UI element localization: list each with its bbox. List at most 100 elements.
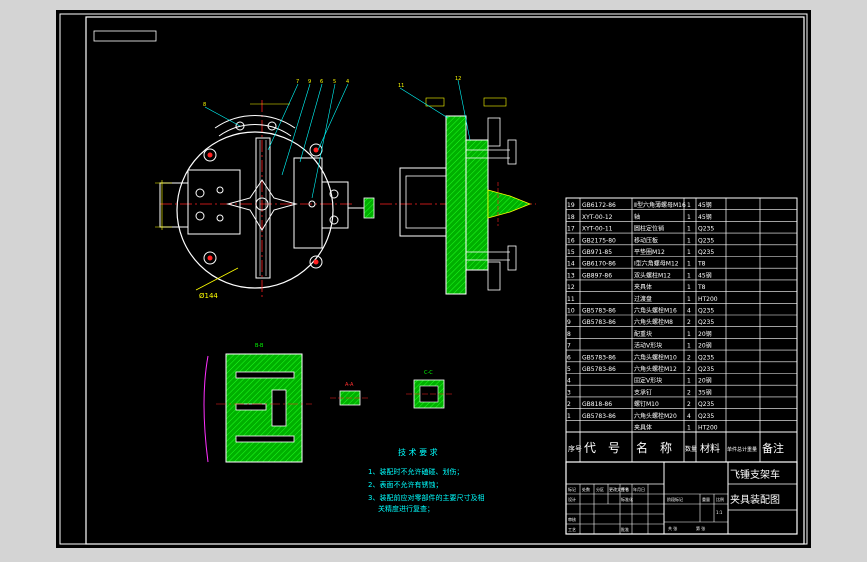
bom-cell-qty: 1: [687, 296, 691, 303]
section-bolt-holes: [235, 371, 295, 443]
bom-cell-no: 19: [567, 202, 575, 209]
scale-label: 比例: [716, 496, 724, 502]
drawing-title-line1: 飞锤支架车: [730, 468, 780, 481]
note-item: 2、表面不允许有锈蚀；: [368, 480, 442, 489]
bom-cell-no: 6: [567, 354, 571, 361]
bom-cell-mat: Q235: [698, 308, 714, 315]
note-item: 关精度进行复查；: [378, 504, 434, 513]
bom-cell-mat: T8: [697, 261, 706, 268]
bom-cell-qty: 4: [687, 413, 691, 420]
drawing-number-box: [93, 30, 157, 42]
bom-cell-qty: 1: [687, 378, 691, 385]
screw-hole: [216, 214, 224, 222]
screw-hole: [216, 186, 224, 194]
bom-cell-qty: 1: [687, 343, 691, 350]
screw-hole: [195, 211, 205, 221]
bom-cell-qty: 1: [687, 425, 691, 432]
leader-11: [399, 87, 449, 119]
bom-cell-name: 平垫圈M12: [634, 248, 665, 256]
svg-text:重量: 重量: [702, 496, 710, 502]
bom-header-code: 代 号: [584, 441, 620, 455]
bom-cell-mat: 45钢: [698, 271, 712, 279]
bom-cell-qty: 2: [687, 366, 691, 373]
svg-text:阶段标记: 阶段标记: [667, 496, 683, 502]
bom-cell-name: 轴: [634, 213, 640, 221]
bom-header-qty: 数量: [685, 445, 697, 453]
bolt-head: [207, 255, 213, 261]
bom-header-weight: 单件总计重量: [727, 446, 757, 453]
bom-cell-code: GB6170-86: [582, 261, 616, 268]
bom-cell-qty: 1: [687, 226, 691, 233]
bom-cell-name: Ⅱ型六角薄螺母M16: [634, 201, 686, 209]
svg-text:6: 6: [320, 79, 323, 85]
faceplate-outline: [176, 131, 334, 289]
svg-text:标记: 标记: [568, 486, 576, 492]
bom-cell-code: GB818-86: [582, 401, 612, 408]
bom-cell-name: 过渡盘: [634, 295, 652, 303]
bom-cell-no: 14: [567, 261, 575, 268]
bom-cell-mat: Q235: [698, 354, 714, 361]
front-view: Ø144 8 7 9 6 5 4: [155, 79, 375, 300]
bom-cell-qty: 1: [687, 214, 691, 221]
bom-header-mat: 材料: [700, 442, 720, 455]
bom-header-no: 序号: [568, 444, 582, 453]
outer-frame: [59, 13, 808, 545]
bom-cell-qty: 1: [687, 237, 691, 244]
bom-cell-mat: 45钢: [698, 213, 712, 221]
bom-cell-no: 16: [567, 237, 575, 244]
bom-cell-name: 夹具体: [634, 424, 652, 432]
bom-cell-no: 2: [567, 401, 571, 408]
bom-cell-mat: Q235: [698, 226, 714, 233]
bolt-hole: [309, 255, 323, 269]
part-balloons: 8 7 9 6 5 4: [203, 79, 349, 108]
bom-cell-mat: Q235: [698, 237, 714, 244]
bom-cell-qty: 2: [687, 389, 691, 396]
svg-text:审核: 审核: [568, 516, 576, 522]
bolt-head: [207, 152, 213, 158]
bom-cell-name: 活动V形块: [634, 342, 662, 350]
svg-text:共 张: 共 张: [668, 525, 677, 531]
bom-cell-name: Ⅰ型六角螺母M12: [634, 260, 679, 268]
bom-cell-code: GB5783-86: [582, 413, 616, 420]
bom-cell-name: 六角头螺栓M10: [634, 353, 677, 361]
balloon-12: 12: [455, 76, 461, 82]
technical-notes: 技 术 要 求 1、装配时不允许磕碰、划伤； 2、表面不允许有锈蚀； 3、装配前…: [368, 447, 484, 513]
bom-cell-no: 11: [567, 296, 575, 303]
svg-text:工艺: 工艺: [568, 527, 576, 532]
spindle-hub: [399, 167, 447, 237]
workpiece-flyweight-bracket: [226, 179, 298, 231]
svg-text:处数: 处数: [582, 486, 590, 492]
diameter-label: Ø144: [199, 292, 218, 300]
bom-cell-mat: 35钢: [698, 388, 712, 396]
locating-post: [255, 137, 271, 279]
bom-cell-no: 8: [567, 331, 571, 338]
bom-cell-name: 圆柱定位销: [634, 225, 664, 233]
screw-hole: [329, 189, 339, 199]
bom-cell-qty: 1: [687, 331, 691, 338]
screw-hole: [195, 188, 205, 198]
part-leaders: [204, 83, 349, 199]
bom-cell-code: GB6172-86: [582, 202, 616, 209]
bom-cell-name: 配重块: [634, 330, 652, 338]
bom-cell-mat: 20钢: [698, 377, 712, 385]
bom-cell-name: 六角头螺栓M16: [634, 307, 677, 315]
bom-header-name: 名 称: [636, 440, 672, 455]
bom-cell-code: XYT-00-11: [582, 226, 613, 233]
bom-cell-mat: HT200: [698, 296, 718, 303]
bottom-section-view: B-B A-A C-C: [203, 343, 452, 463]
bom-header-remark: 备注: [762, 441, 784, 455]
bom-cell-mat: Q235: [698, 366, 714, 373]
balance-slot-outer: [214, 115, 296, 129]
bom-cell-no: 7: [567, 343, 571, 350]
section-label: B-B: [255, 343, 264, 349]
note-item: 1、装配时不允许磕碰、划伤；: [368, 467, 463, 476]
bom-cell-no: 18: [567, 214, 575, 221]
bom-cell-name: 支承钉: [634, 388, 652, 396]
moving-clamp: [293, 157, 323, 249]
title-block: 标记 处数 分区 更改文件号 签名 年月日 设计 标准化 阶段标记 重量 审核 …: [565, 461, 798, 535]
screw-hole: [308, 200, 316, 208]
bom-cell-qty: 1: [687, 261, 691, 268]
